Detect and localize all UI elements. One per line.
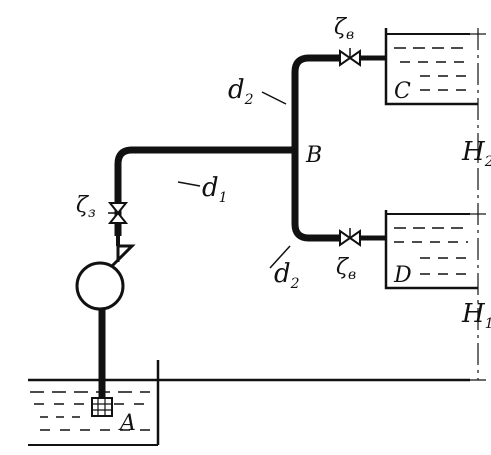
reservoir-C — [384, 28, 478, 106]
reservoir-D — [384, 210, 478, 290]
branch-pipe-d2-bottom — [291, 150, 340, 242]
pump-icon — [75, 236, 136, 311]
leader-d1 — [177, 181, 201, 187]
valve-top-icon — [339, 48, 386, 67]
branch-pipe-d2-top — [291, 54, 340, 150]
label-H2: H2 — [461, 137, 491, 170]
label-A: A — [118, 411, 136, 436]
valve-zeta3-icon — [107, 202, 129, 224]
label-d1: d1 — [202, 173, 228, 206]
label-d2-bottom: d2 — [274, 259, 300, 292]
label-B: B — [305, 143, 322, 168]
label-C: C — [394, 79, 411, 104]
label-zeta3: ζз — [76, 193, 96, 221]
leader-d2-top — [261, 91, 287, 105]
label-d2-top: d2 — [228, 75, 254, 108]
discharge-pipe-d1 — [114, 146, 295, 236]
valve-bottom-icon — [339, 228, 386, 247]
height-dimension-lines — [462, 28, 486, 381]
label-D: D — [393, 263, 412, 288]
label-zeta-v-top: ζв — [334, 15, 354, 43]
label-H1: H1 — [461, 299, 491, 332]
leader-d2-bottom — [269, 245, 291, 269]
label-zeta-v-bottom: ζв — [336, 255, 356, 283]
suction-strainer-icon — [91, 397, 113, 417]
